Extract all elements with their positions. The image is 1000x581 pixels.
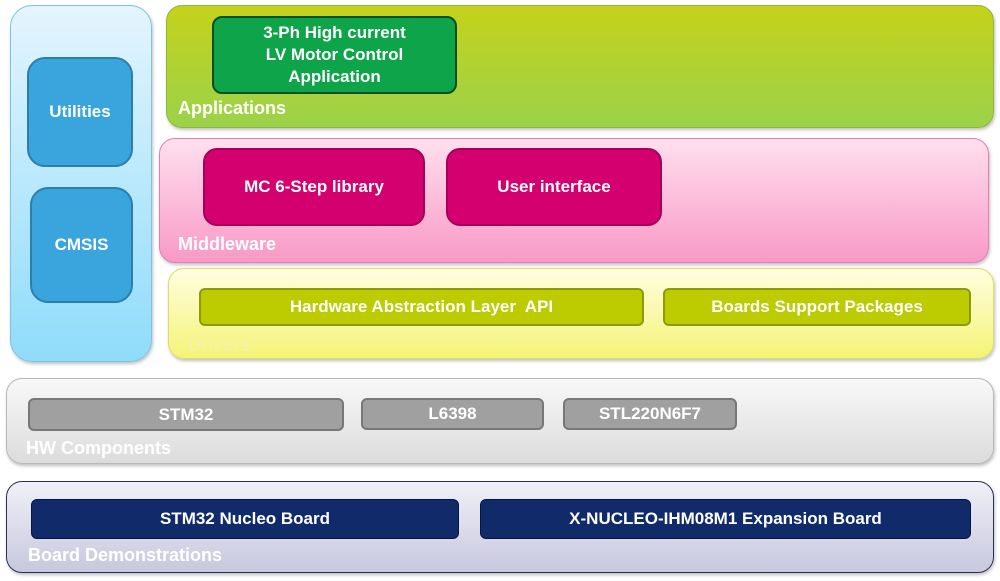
stm32-nucleo-board-block: STM32 Nucleo Board bbox=[31, 499, 459, 539]
cmsis-block: CMSIS bbox=[30, 187, 133, 303]
l6398-block: L6398 bbox=[361, 398, 544, 430]
utilities-block: Utilities bbox=[27, 57, 133, 167]
bsp-block: Boards Support Packages bbox=[663, 288, 971, 326]
hw-components-label: HW Components bbox=[26, 438, 171, 458]
expansion-board-block: X-NUCLEO-IHM08M1 Expansion Board bbox=[480, 499, 971, 539]
stl220n6f7-block: STL220N6F7 bbox=[563, 398, 737, 430]
app-line-2: LV Motor Control bbox=[265, 45, 404, 64]
app-line-3: Application bbox=[288, 67, 381, 86]
l6398-label: L6398 bbox=[428, 404, 477, 423]
expansion-label: X-NUCLEO-IHM08M1 Expansion Board bbox=[569, 509, 882, 528]
stm32-block: STM32 bbox=[28, 398, 344, 431]
board-demonstrations-label: Board Demonstrations bbox=[28, 545, 223, 565]
cmsis-label: CMSIS bbox=[54, 235, 109, 254]
nucleo-label: STM32 Nucleo Board bbox=[159, 509, 331, 528]
mc-6-step-library-block: MC 6-Step library bbox=[203, 148, 425, 226]
stm32-label: STM32 bbox=[158, 404, 214, 424]
applications-label: Applications bbox=[178, 98, 287, 118]
mc-library-label: MC 6-Step library bbox=[244, 177, 384, 196]
user-interface-label: User interface bbox=[497, 177, 611, 196]
hal-api-block: Hardware Abstraction Layer API bbox=[199, 288, 644, 326]
middleware-label: Middleware bbox=[178, 234, 277, 254]
utilities-label: Utilities bbox=[49, 102, 111, 121]
app-line-1: 3-Ph High current bbox=[263, 23, 406, 42]
motor-control-application-block: 3-Ph High current LV Motor Control Appli… bbox=[212, 16, 457, 94]
bsp-label: Boards Support Packages bbox=[711, 297, 923, 316]
user-interface-block: User interface bbox=[446, 148, 662, 226]
stl220n6f7-label: STL220N6F7 bbox=[598, 404, 702, 423]
drivers-label: Drivers bbox=[188, 335, 251, 355]
hal-label: Hardware Abstraction Layer API bbox=[289, 297, 554, 316]
